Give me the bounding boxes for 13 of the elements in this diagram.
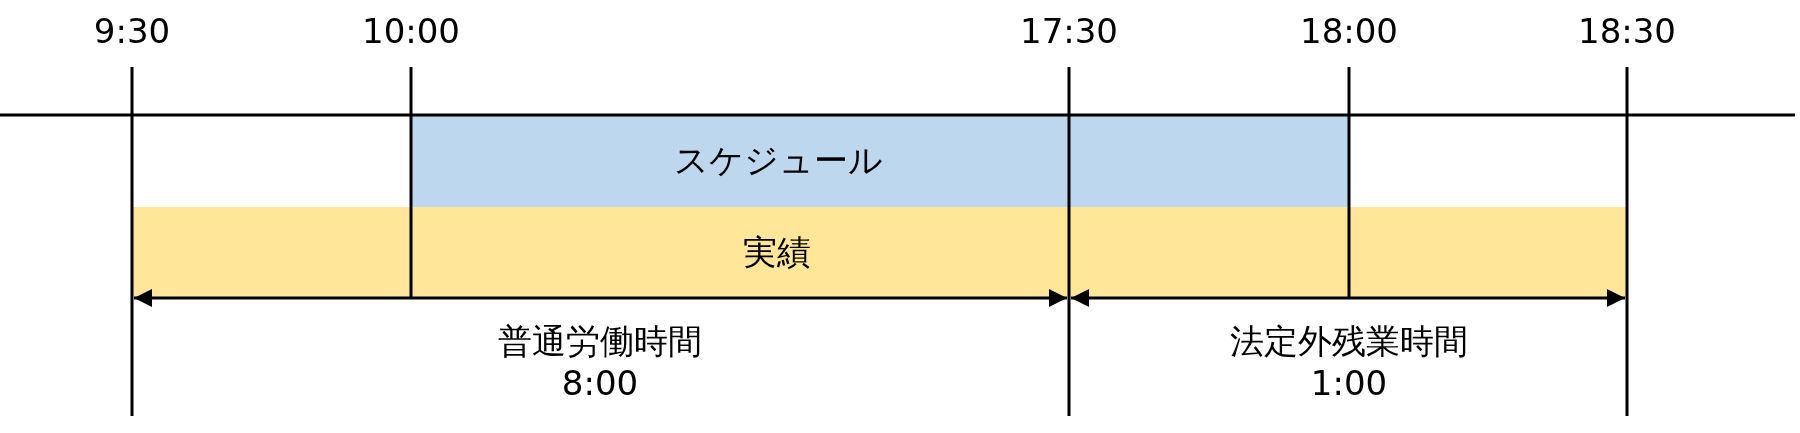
time-label: 18:00 [1300, 11, 1398, 51]
actual-bar [132, 207, 1627, 298]
duration-label: 普通労働時間 [498, 320, 702, 363]
bar-label: 実績 [743, 230, 811, 274]
time-label: 17:30 [1020, 11, 1118, 51]
duration-value: 1:00 [1310, 363, 1388, 403]
time-label: 9:30 [93, 11, 171, 51]
duration-value: 8:00 [561, 363, 639, 403]
schedule-bar [411, 115, 1349, 207]
time-label: 10:00 [362, 11, 460, 51]
bar-label: スケジュール [673, 139, 883, 182]
duration-label: 法定外残業時間 [1230, 320, 1468, 363]
time-label: 18:30 [1578, 11, 1676, 51]
